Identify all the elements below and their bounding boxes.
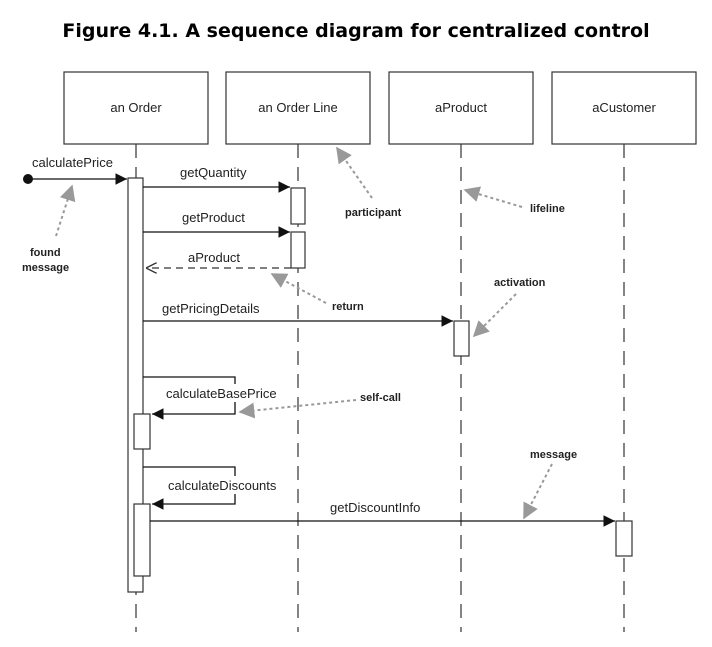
svg-text:found: found <box>30 247 61 259</box>
message-label-calculateprice: calculatePrice <box>32 155 113 170</box>
activation-aproduct <box>453 320 470 357</box>
message-label-getdiscountinfo: getDiscountInfo <box>330 500 420 515</box>
message-label-getpricingdetails: getPricingDetails <box>162 301 260 316</box>
svg-text:activation: activation <box>494 277 546 289</box>
annotation-participant: participant <box>336 146 402 219</box>
message-label-calculatediscounts: calculateDiscounts <box>168 478 277 493</box>
message-label-getproduct: getProduct <box>182 210 245 225</box>
activation-self-1 <box>133 413 151 450</box>
activation-orderline-1 <box>290 187 306 225</box>
participant-aproduct: aProduct <box>388 71 534 145</box>
participant-label: aProduct <box>435 100 487 115</box>
annotation-found-message: found message <box>22 184 76 274</box>
annotation-activation: activation <box>472 277 546 338</box>
activation-acustomer <box>615 520 633 557</box>
svg-text:return: return <box>332 301 364 313</box>
participant-label: aCustomer <box>592 100 656 115</box>
participant-an-order: an Order <box>63 71 209 145</box>
svg-text:participant: participant <box>345 207 402 219</box>
activation-orderline-2 <box>290 231 306 269</box>
message-label-calculatebaseprice: calculateBasePrice <box>166 386 277 401</box>
svg-text:message: message <box>22 262 69 274</box>
participant-label: an Order <box>110 100 162 115</box>
activation-self-2 <box>133 503 151 577</box>
annotation-lifeline: lifeline <box>463 186 565 215</box>
participant-an-order-line: an Order Line <box>225 71 371 145</box>
participant-acustomer: aCustomer <box>551 71 697 145</box>
annotation-message: message <box>523 449 577 520</box>
annotation-return: return <box>270 273 364 313</box>
participant-label: an Order Line <box>258 100 338 115</box>
figure-title: Figure 4.1. A sequence diagram for centr… <box>62 20 650 42</box>
message-label-aproduct: aProduct <box>188 250 240 265</box>
annotation-self-call: self-call <box>238 392 401 419</box>
svg-text:message: message <box>530 449 577 461</box>
svg-text:self-call: self-call <box>360 392 401 404</box>
message-label-getquantity: getQuantity <box>180 165 247 180</box>
activation-order-main <box>127 177 144 593</box>
svg-text:lifeline: lifeline <box>530 203 565 215</box>
